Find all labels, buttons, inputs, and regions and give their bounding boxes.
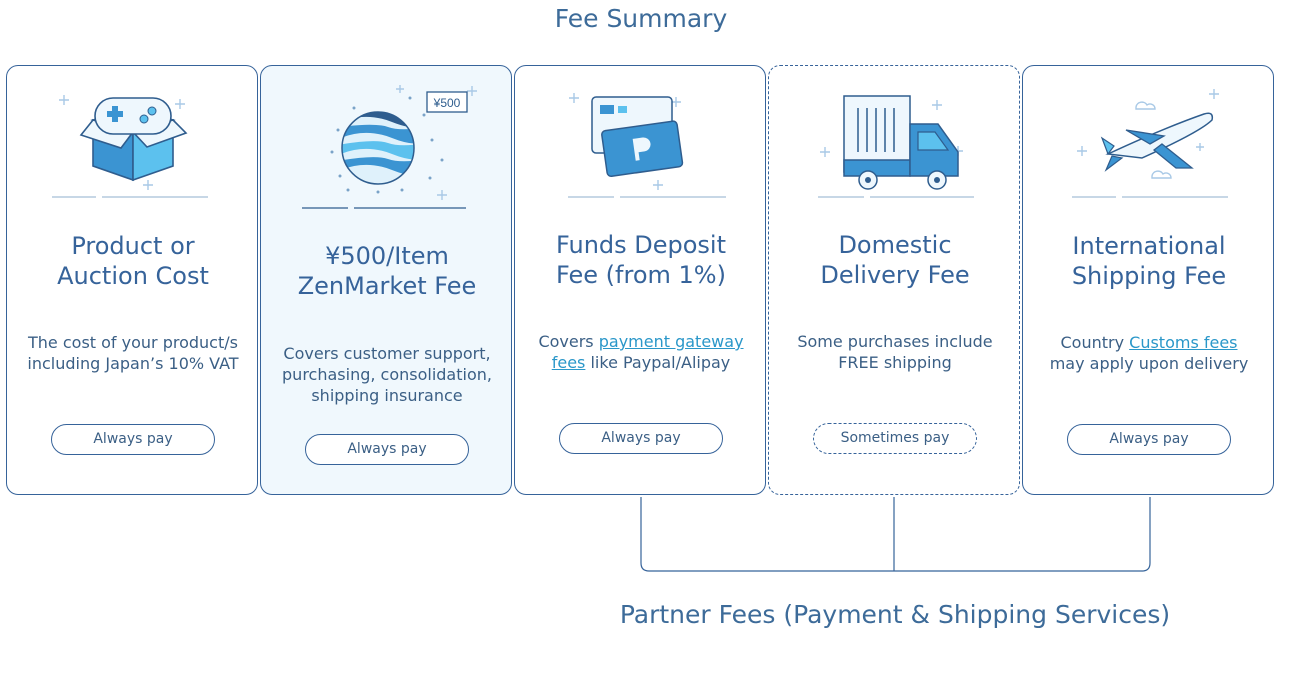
card-desc-line: shipping insurance [311,386,463,405]
card-desc-line: Some purchases include [797,332,993,351]
card-title: Product or Auction Cost [7,231,259,291]
card-title-line: Product or [71,232,195,260]
partner-fees-label: Partner Fees (Payment & Shipping Service… [619,600,1171,629]
card-title-line: Funds Deposit [555,231,727,259]
payment-gateway-fees-link[interactable]: payment gateway [598,332,744,351]
payment-gateway-fees-link[interactable]: fees [551,353,586,372]
desc-text: like Paypal/Alipay [585,353,731,372]
card-desc-line: fees like Paypal/Alipay [521,352,761,373]
card-desc-line: purchasing, consolidation, [282,365,492,384]
card-title-line: ¥500/Item [325,242,449,270]
card-desc-line: including Japan’s 10% VAT [27,354,239,373]
globe-yen-icon: ¥500 [261,80,513,210]
card-title-line: Auction Cost [57,262,209,290]
card-description: Country Customs fees may apply upon deli… [1029,332,1269,374]
desc-text: Covers [538,332,599,351]
card-desc-line: FREE shipping [838,353,952,372]
card-title-line: Shipping Fee [1071,262,1227,290]
card-title: ¥500/Item ZenMarket Fee [261,241,513,301]
card-title: International Shipping Fee [1023,231,1275,291]
payment-card-icon [515,80,767,210]
always-pay-button[interactable]: Always pay [1067,424,1231,455]
card-title: Funds Deposit Fee (from 1%) [515,230,767,290]
fee-card-funds-deposit: Funds Deposit Fee (from 1%) Covers payme… [514,65,766,495]
card-desc-line: Covers customer support, [283,344,491,363]
fee-card-product-cost: Product or Auction Cost The cost of your… [6,65,258,495]
delivery-truck-icon [769,80,1021,210]
card-title-line: International [1072,232,1226,260]
desc-text: Country [1060,333,1130,352]
card-description: Some purchases include FREE shipping [775,331,1015,373]
always-pay-button[interactable]: Always pay [559,423,723,454]
card-title: Domestic Delivery Fee [769,230,1021,290]
card-title-line: Delivery Fee [820,261,970,289]
fee-card-zenmarket-fee: ¥500 ¥500/Item ZenMarket Fee Covers cust… [260,65,512,495]
card-desc-line: Covers payment gateway [521,331,761,352]
customs-fees-link[interactable]: Customs fees [1129,333,1238,352]
airplane-icon [1023,80,1275,210]
card-desc-line: may apply upon delivery [1049,354,1249,373]
card-title-line: Domestic [838,231,952,259]
game-box-icon [7,80,259,210]
page-title: Fee Summary [554,4,728,33]
always-pay-button[interactable]: Always pay [51,424,215,455]
yen-price-badge: ¥500 [433,96,461,110]
always-pay-button[interactable]: Always pay [305,434,469,465]
card-desc-line: Country Customs fees [1029,332,1269,353]
fee-card-domestic-delivery: Domestic Delivery Fee Some purchases inc… [768,65,1020,495]
card-description: Covers customer support, purchasing, con… [267,343,507,406]
card-desc-line: The cost of your product/s [28,333,238,352]
fee-card-international-shipping: International Shipping Fee Country Custo… [1022,65,1274,495]
card-title-line: ZenMarket Fee [297,272,477,300]
card-title-line: Fee (from 1%) [556,261,726,289]
card-description: The cost of your product/s including Jap… [13,332,253,374]
card-description: Covers payment gateway fees like Paypal/… [521,331,761,373]
sometimes-pay-button[interactable]: Sometimes pay [813,423,977,454]
